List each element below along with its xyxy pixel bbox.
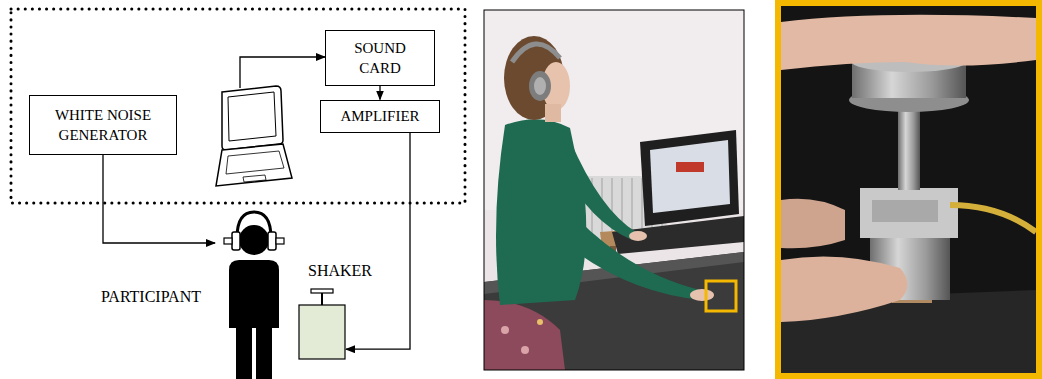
process-box: WHITE NOISE GENERATOR bbox=[29, 95, 177, 155]
participant-figure: PARTICIPANT bbox=[215, 198, 293, 379]
closeup-frame bbox=[775, 0, 1042, 379]
signal-arrow bbox=[379, 86, 380, 100]
box-label: SOUND CARD bbox=[334, 38, 426, 79]
laptop-icon bbox=[216, 86, 292, 186]
shaker-device: SHAKER bbox=[298, 288, 346, 360]
signal-arrow bbox=[103, 155, 215, 243]
box-label: AMPLIFIER bbox=[340, 106, 419, 126]
setup-photo bbox=[484, 10, 744, 370]
process-box: AMPLIFIER bbox=[320, 100, 440, 133]
dotted-enclosure bbox=[11, 9, 465, 203]
laptop-wire bbox=[240, 57, 325, 88]
closeup-photo bbox=[781, 6, 1036, 373]
signal-arrow bbox=[346, 133, 410, 350]
figure-label: SHAKER bbox=[308, 260, 372, 282]
box-label: WHITE NOISE GENERATOR bbox=[38, 105, 168, 146]
figure-label: PARTICIPANT bbox=[101, 286, 201, 308]
process-box: SOUND CARD bbox=[325, 30, 435, 86]
